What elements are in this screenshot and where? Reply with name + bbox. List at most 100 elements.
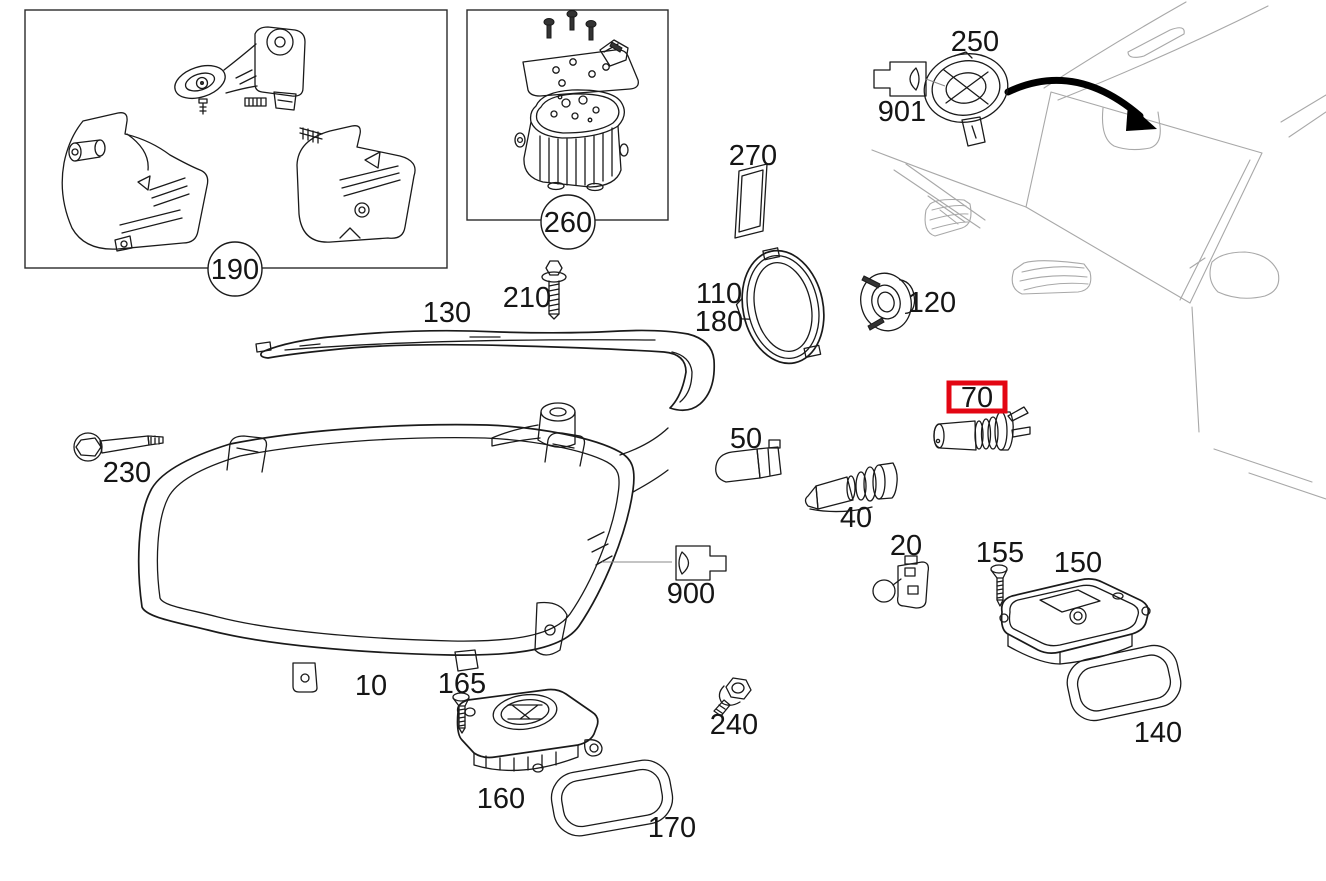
part-190-bracket-top-shape [174, 64, 226, 100]
car-windshield [1025, 91, 1263, 304]
part-260-screws-shape [585, 20, 597, 28]
part-label-110[interactable]: 110 [696, 278, 742, 310]
part-label-120[interactable]: 120 [908, 287, 956, 319]
part-110-180-ring [735, 247, 825, 365]
part-170-gasket [550, 759, 674, 837]
part-40-bulb-shape [855, 471, 867, 501]
part-260-bracket-plate-shape [609, 41, 623, 53]
part-260-led-module-shape [516, 136, 524, 144]
part-label-130[interactable]: 130 [423, 297, 471, 329]
part-label-901[interactable]: 901 [878, 96, 926, 128]
headlamp-tab-right [544, 432, 586, 467]
part-190-bracket-top-shape [195, 76, 209, 90]
part-40-bulb-shape [815, 476, 854, 510]
part-240-bolt-shape [731, 682, 745, 694]
part-190-bracket-top-shape [254, 26, 306, 97]
part-190-bracket-left-shape [149, 177, 190, 207]
part-160-module-shape [456, 688, 599, 759]
part-190-bracket-left-shape [68, 142, 82, 162]
part-190-bracket-left-shape [120, 240, 128, 248]
part-label-40[interactable]: 40 [840, 502, 872, 534]
car-wipers [893, 163, 986, 229]
part-155-screw-shape [990, 569, 1008, 579]
part-260-bracket-plate-shape [569, 58, 577, 66]
part-label-160[interactable]: 160 [477, 783, 525, 815]
part-900-connector [602, 545, 727, 581]
headlamp-bottom-tab-2 [454, 649, 479, 672]
label-text-155: 155 [976, 537, 1024, 569]
part-label-250[interactable]: 250 [951, 26, 999, 58]
part-label-180[interactable]: 180 [695, 306, 743, 338]
label-text-250: 250 [951, 26, 999, 58]
part-label-10[interactable]: 10 [355, 670, 387, 702]
part-190-bracket-right-shape [354, 202, 370, 218]
part-label-170[interactable]: 170 [648, 812, 696, 844]
part-190-bracket-top [174, 26, 306, 115]
part-label-155[interactable]: 155 [976, 537, 1024, 569]
label-highlight-box-70 [946, 380, 1008, 414]
headlamp-bottom-tab-1 [292, 662, 318, 693]
part-165-screw-shape [452, 692, 470, 702]
part-130-trim-strip [255, 329, 716, 412]
label-circle-190 [207, 241, 263, 297]
part-260-led-module-shape [514, 132, 526, 148]
part-140-gasket-shape [1066, 644, 1182, 722]
label-text-40: 40 [840, 502, 872, 534]
part-130-trim-strip-shape [284, 336, 656, 351]
headlamp-adjuster-shape [537, 411, 576, 448]
part-50-bulb-shape [715, 448, 761, 483]
part-190-bracket-top-shape [274, 36, 286, 48]
part-label-140[interactable]: 140 [1134, 717, 1182, 749]
part-190-bracket-right-shape [296, 125, 416, 243]
part-190-bracket-right-shape [364, 151, 381, 169]
part-130-trim-strip-shape [255, 341, 272, 353]
part-label-260[interactable]: 260 [540, 194, 596, 250]
part-150-ballast [999, 578, 1151, 665]
part-label-210[interactable]: 210 [503, 282, 551, 314]
part-260-led-module-shape [547, 181, 565, 191]
label-text-190: 190 [211, 254, 259, 286]
part-260-led-module-shape [578, 95, 588, 105]
car-roof-patch [1127, 27, 1185, 58]
part-label-150[interactable]: 150 [1054, 547, 1102, 579]
part-label-230[interactable]: 230 [103, 457, 151, 489]
label-text-270: 270 [729, 140, 777, 172]
part-label-50[interactable]: 50 [730, 423, 762, 455]
part-155-screw-shape [996, 599, 1004, 607]
part-160-module-shape [507, 704, 543, 720]
pointer-arrow-shaft [1004, 76, 1144, 120]
car-hood-vent-2-slats [1019, 266, 1089, 291]
leader-901 [925, 78, 946, 87]
part-label-165[interactable]: 165 [438, 668, 486, 700]
part-260-led-module-shape [535, 93, 620, 134]
part-260-led-module-shape [592, 106, 600, 114]
part-label-20[interactable]: 20 [890, 530, 922, 562]
part-120-cap-shape [860, 272, 912, 332]
part-20-holder [872, 555, 930, 609]
part-210-screw-shape [541, 271, 567, 283]
part-190-bracket-left-shape [126, 133, 151, 191]
part-260-screws [543, 10, 597, 41]
part-120-cap-shape [867, 317, 885, 331]
part-label-270[interactable]: 270 [729, 140, 777, 172]
part-260-bracket-plate-shape [552, 66, 560, 74]
part-165-screw [452, 692, 470, 734]
part-70-bulb-shape [987, 416, 999, 450]
part-270-film-shape [738, 169, 764, 233]
part-190-bracket-left-shape [114, 235, 133, 252]
part-165-screw-shape [452, 697, 470, 707]
part-label-190[interactable]: 190 [207, 241, 263, 297]
part-901-connector [873, 61, 946, 97]
part-260-bracket-plate-shape [522, 49, 639, 97]
part-70-bulb-shape [994, 411, 1008, 451]
part-label-900[interactable]: 900 [667, 578, 715, 610]
part-110-180-ring-shape [803, 344, 822, 358]
part-190-bracket-right [296, 125, 416, 243]
part-260-bracket-plate-shape [588, 70, 596, 78]
part-20-holder-shape [872, 579, 896, 603]
part-label-70[interactable]: 70 [946, 380, 1008, 414]
part-160-module [456, 688, 603, 773]
part-160-module-shape [584, 739, 603, 757]
part-label-240[interactable]: 240 [710, 709, 758, 741]
